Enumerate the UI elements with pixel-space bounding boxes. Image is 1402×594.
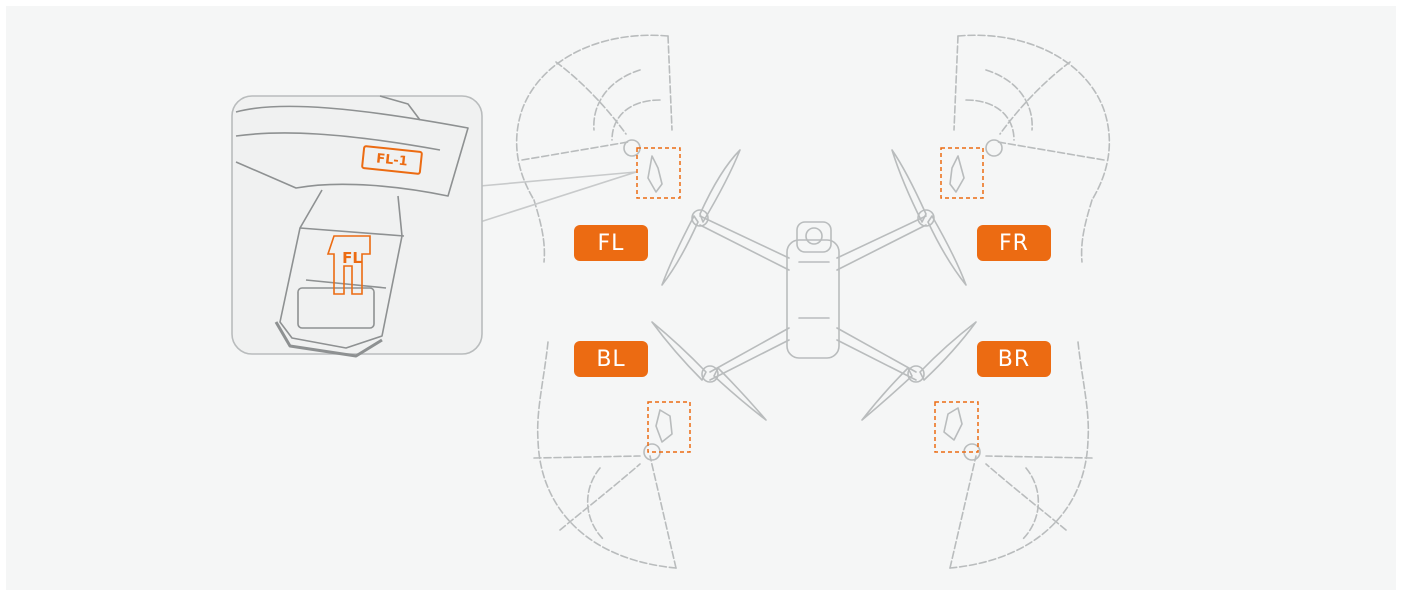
badge-back-right: BR [977,341,1051,377]
callout-mount-label: FL [334,248,370,268]
badge-back-right-text: BR [998,347,1030,372]
zoom-callout [232,96,482,356]
propeller-blades [652,150,976,420]
callout-mount-label-text: FL [342,249,362,267]
badge-front-left: FL [574,225,648,261]
callout-pointer [480,172,636,222]
badge-front-right: FR [977,225,1051,261]
drone-body [787,222,839,358]
motor-hubs [692,210,934,382]
badge-front-left-text: FL [598,231,625,256]
mounting-clips [648,156,964,442]
guard-mount-points [624,140,1002,460]
badge-front-right-text: FR [999,231,1029,256]
badge-back-left: BL [574,341,648,377]
callout-arm-label-text: FL-1 [375,151,408,169]
badge-back-left-text: BL [596,347,625,372]
